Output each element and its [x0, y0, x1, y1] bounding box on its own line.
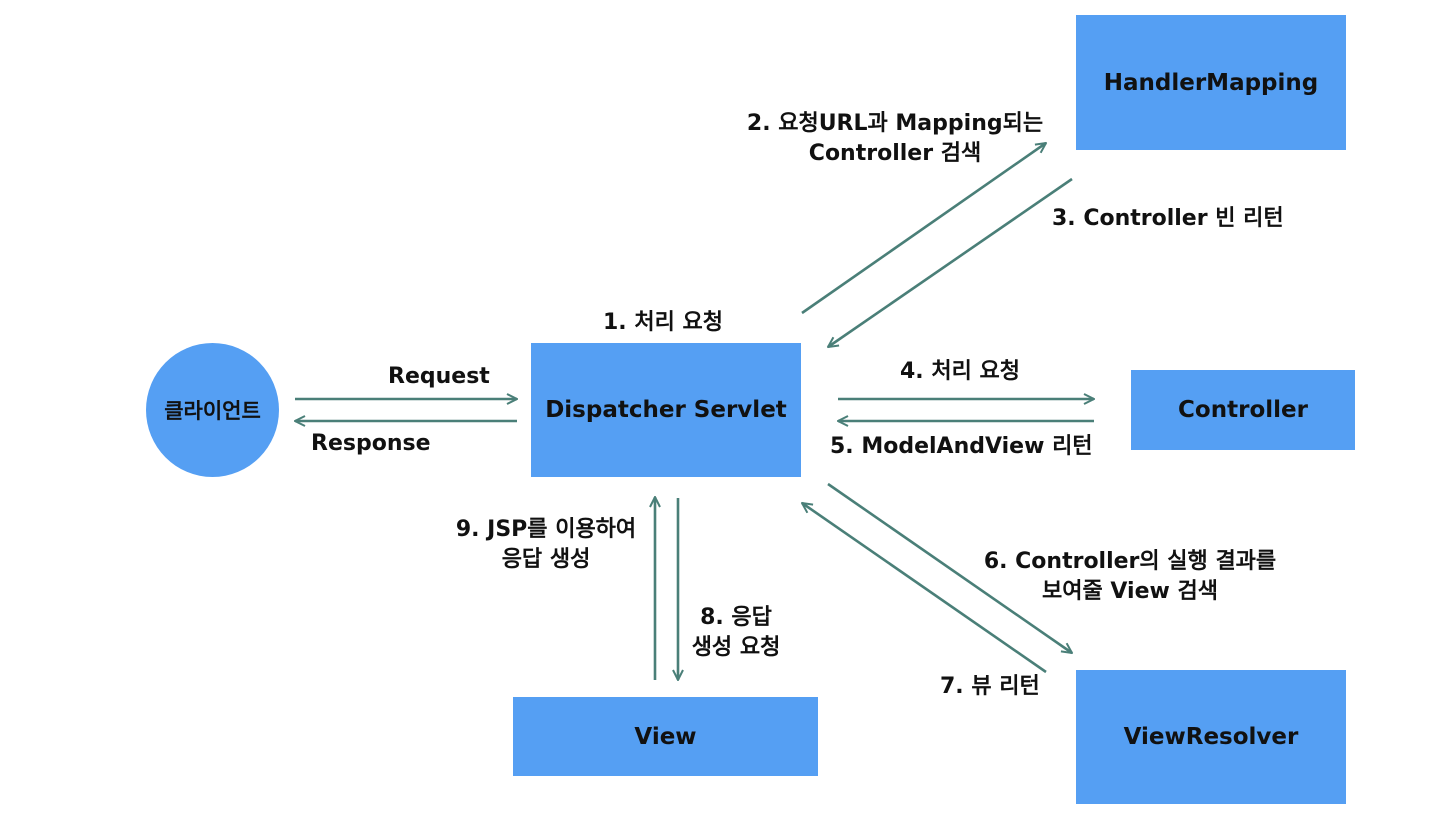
controller-label: Controller — [1178, 397, 1308, 423]
view-node: View — [513, 697, 818, 776]
step6-label: 6. Controller의 실행 결과를 보여줄 View 검색 — [968, 547, 1292, 607]
step6-line1: 6. Controller의 실행 결과를 — [983, 549, 1277, 574]
handler-mapping-label: HandlerMapping — [1103, 69, 1319, 96]
step7-label: 7. 뷰 리턴 — [940, 674, 1040, 699]
step9-label: 9. JSP를 이용하여 응답 생성 — [445, 515, 647, 575]
step4-label: 4. 처리 요청 — [900, 359, 1020, 384]
step2-line1: 2. 요청URL과 Mapping되는 — [746, 111, 1044, 136]
request-label: Request — [388, 364, 490, 389]
step2-label: 2. 요청URL과 Mapping되는 Controller 검색 — [738, 109, 1052, 169]
step7-arrow — [802, 503, 1047, 674]
step8-line2: 생성 요청 — [691, 635, 781, 660]
step6-arrow — [827, 482, 1072, 653]
step2-line2: Controller 검색 — [808, 141, 982, 166]
client-node: 클라이언트 — [146, 343, 279, 477]
step9-line1: 9. JSP를 이용하여 — [455, 517, 637, 542]
step6-line2: 보여줄 View 검색 — [1042, 579, 1218, 604]
step8-label: 8. 응답 생성 요청 — [684, 603, 788, 663]
step8-line1: 8. 응답 — [700, 605, 772, 630]
view-resolver-node: ViewResolver — [1076, 670, 1346, 804]
step1-label: 1. 처리 요청 — [603, 310, 723, 335]
step3-label: 3. Controller 빈 리턴 — [1052, 206, 1284, 231]
handler-mapping-node: HandlerMapping — [1076, 15, 1346, 150]
response-label: Response — [311, 431, 431, 456]
view-label: View — [634, 723, 697, 750]
step5-label: 5. ModelAndView 리턴 — [830, 434, 1093, 459]
step2-arrow — [801, 143, 1046, 315]
step9-line2: 응답 생성 — [501, 547, 591, 572]
dispatcher-servlet-node: Dispatcher Servlet — [531, 343, 801, 477]
view-resolver-label: ViewResolver — [1123, 724, 1299, 750]
step3-arrow — [828, 177, 1073, 347]
dispatcher-servlet-label: Dispatcher Servlet — [545, 397, 787, 423]
controller-node: Controller — [1131, 370, 1355, 450]
client-label: 클라이언트 — [164, 399, 261, 423]
